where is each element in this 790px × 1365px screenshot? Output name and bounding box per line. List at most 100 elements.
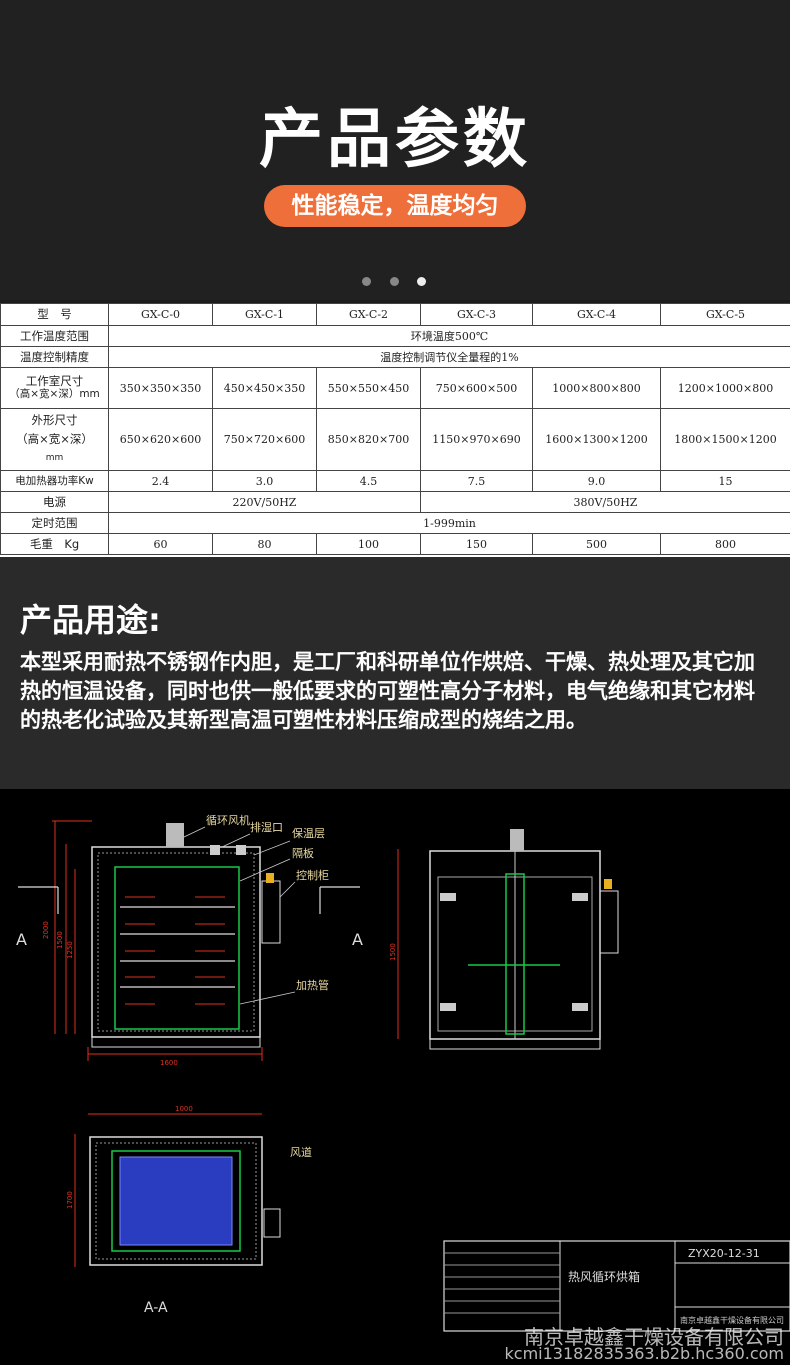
section-insulation — [95, 1142, 257, 1260]
table-cell: 650×620×600 — [108, 408, 213, 471]
usage-title: 产品用途: — [20, 601, 161, 639]
hinge-icon — [572, 1003, 588, 1011]
table-cell: 450×450×350 — [212, 367, 317, 409]
label-control: 控制柜 — [296, 868, 329, 882]
table-cell: 7.5 — [420, 470, 533, 492]
table-cell: 850×820×700 — [316, 408, 421, 471]
spec-table: 型 号 GX-C-0 GX-C-1 GX-C-2 GX-C-3 GX-C-4 G… — [0, 303, 790, 555]
table-cell: 750×600×500 — [420, 367, 533, 409]
table-cell: 1-999min — [108, 512, 790, 534]
page-title: 产品参数 — [259, 103, 531, 177]
watermark-url: kcmi13182835363.b2b.hc360.com — [504, 1344, 784, 1363]
header-banner: 产品参数 性能稳定，温度均匀 — [0, 0, 790, 300]
drawing-name: 热风循环烘箱 — [568, 1269, 640, 1284]
table-cell: 380V/50HZ — [420, 491, 790, 513]
spec-table-section: 型 号 GX-C-0 GX-C-1 GX-C-2 GX-C-3 GX-C-4 G… — [0, 303, 790, 557]
drawing-company: 南京卓越鑫干燥设备有限公司 — [680, 1315, 784, 1325]
model-cell: GX-C-3 — [420, 303, 533, 326]
watermark-company: 南京卓越鑫干燥设备有限公司 — [524, 1325, 784, 1349]
base-frame — [91, 1036, 261, 1048]
cabinet-outer — [91, 846, 261, 1038]
table-cell: 500 — [532, 533, 661, 555]
carousel-dot-1[interactable] — [362, 277, 371, 286]
row-header-line: 工作室尺寸 — [25, 374, 84, 388]
table-cell: 750×720×600 — [212, 408, 317, 471]
section-outer — [89, 1136, 263, 1266]
table-row: 工作室尺寸 （高×宽×深）mm 350×350×350 450×450×350 … — [0, 367, 790, 409]
label-rack: 隔板 — [292, 846, 314, 860]
usage-description: 本型采用耐热不锈钢作内胆，是工厂和科研单位作烘焙、干燥、热处理及其它加热的恒温设… — [20, 650, 755, 732]
table-cell: 1000×800×800 — [532, 367, 661, 409]
blower-box — [263, 1208, 281, 1238]
control-cabinet — [261, 880, 281, 944]
hinge-icon — [440, 893, 456, 901]
row-header: 电加热器功率Kw — [0, 470, 109, 492]
model-cell: GX-C-4 — [532, 303, 661, 326]
dim-height-1: 2000 — [42, 921, 50, 939]
label-vent: 排湿口 — [250, 820, 283, 834]
row-header: 工作温度范围 — [0, 325, 109, 347]
leader-lines — [183, 826, 296, 1005]
row-header: 工作室尺寸 （高×宽×深）mm — [0, 367, 109, 409]
table-cell: 1200×1000×800 — [660, 367, 790, 409]
fan-motor-icon — [510, 829, 524, 851]
label-heater: 加热管 — [296, 978, 329, 992]
row-header: 毛重 Kg — [0, 533, 109, 555]
dim-height-2: 1500 — [56, 931, 64, 949]
model-cell: GX-C-2 — [316, 303, 421, 326]
table-cell: 1150×970×690 — [420, 408, 533, 471]
dim-width: 1600 — [160, 1059, 178, 1067]
table-row: 型 号 GX-C-0 GX-C-1 GX-C-2 GX-C-3 GX-C-4 G… — [0, 303, 790, 326]
cad-drawing: A A 循环风机 排湿口 保温层 隔板 控制柜 加热管 风道 1600 2000 — [0, 789, 790, 1365]
label-air-duct: 风道 — [290, 1145, 312, 1159]
dim-plan-top: 1000 — [175, 1105, 193, 1113]
insulation-layer — [97, 852, 255, 1032]
airflow-arrows — [125, 896, 225, 1005]
table-cell: 350×350×350 — [108, 367, 213, 409]
table-row: 温度控制精度 温度控制调节仪全量程的1% — [0, 346, 790, 368]
section-cut-lines — [18, 886, 360, 914]
row-header: 外形尺寸 （高×宽×深） mm — [0, 408, 109, 471]
table-cell: 环境温度500℃ — [108, 325, 790, 347]
shelves — [120, 906, 235, 988]
callouts: 循环风机 排湿口 保温层 隔板 控制柜 加热管 风道 — [206, 813, 329, 1159]
table-cell: 60 — [108, 533, 213, 555]
inner-chamber — [114, 866, 240, 1030]
dimension-lines — [52, 820, 399, 1267]
section-view-label: A-A — [144, 1300, 168, 1316]
carousel-dot-2[interactable] — [390, 277, 399, 286]
dim-plan-side: 1700 — [66, 1191, 74, 1209]
hinge-icon — [440, 1003, 456, 1011]
row-header: 电源 — [0, 491, 109, 513]
model-cell: GX-C-5 — [660, 303, 790, 326]
row-header-line: （高×宽×深） — [16, 432, 93, 446]
tray-grid — [119, 1156, 233, 1246]
table-cell: 4.5 — [316, 470, 421, 492]
dimension-texts: 1600 2000 1500 1250 1500 1000 1700 — [42, 921, 397, 1209]
signal-lamp-icon — [266, 873, 274, 883]
row-header: 温度控制精度 — [0, 346, 109, 368]
table-row: 工作温度范围 环境温度500℃ — [0, 325, 790, 347]
carousel-dot-3[interactable] — [417, 277, 426, 286]
table-row: 外形尺寸 （高×宽×深） mm 650×620×600 750×720×600 … — [0, 408, 790, 471]
section-marker-left: A — [16, 930, 27, 949]
table-cell: 550×550×450 — [316, 367, 421, 409]
table-cell: 1600×1300×1200 — [532, 408, 661, 471]
model-cell: GX-C-0 — [108, 303, 213, 326]
table-cell: 3.0 — [212, 470, 317, 492]
table-row: 定时范围 1-999min — [0, 512, 790, 534]
section-marker-right: A — [352, 930, 363, 949]
row-header: 定时范围 — [0, 512, 109, 534]
control-cabinet — [599, 890, 619, 954]
label-insulation: 保温层 — [292, 826, 325, 840]
table-cell: 1800×1500×1200 — [660, 408, 790, 471]
table-cell: 150 — [420, 533, 533, 555]
table-cell: 9.0 — [532, 470, 661, 492]
table-cell: 温度控制调节仪全量程的1% — [108, 346, 790, 368]
section-chamber — [111, 1150, 241, 1252]
usage-section — [0, 557, 790, 789]
table-cell: 15 — [660, 470, 790, 492]
vent-icon — [210, 845, 220, 855]
table-row: 电源 220V/50HZ 380V/50HZ — [0, 491, 790, 513]
drawing-number: ZYX20-12-31 — [688, 1247, 760, 1260]
